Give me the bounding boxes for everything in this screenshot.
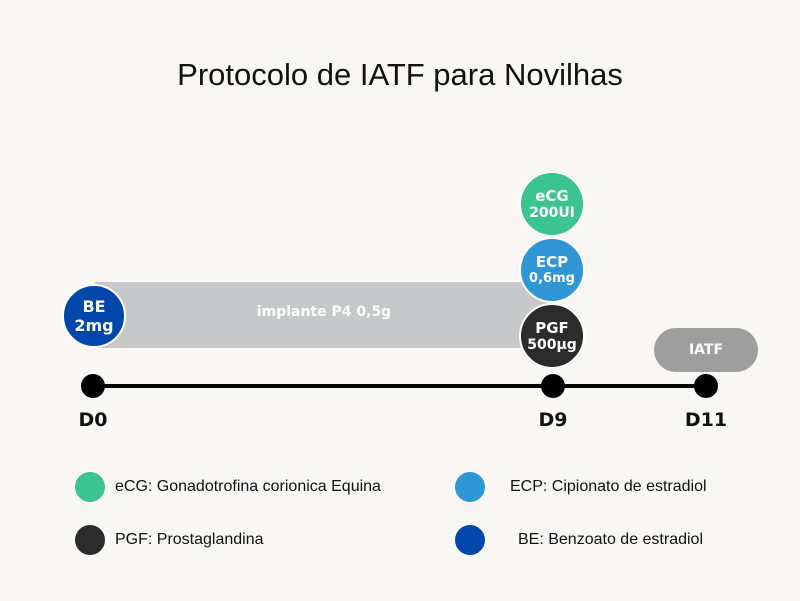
pgf-marker-name: PGF <box>535 318 569 337</box>
ecp-marker-dose: 0,6mg <box>529 271 575 287</box>
pgf-marker-dose: 500µg <box>527 336 577 353</box>
timeline-dot-d0 <box>81 374 105 398</box>
day-label-d9: D9 <box>538 409 568 431</box>
legend-ecg-text: eCG: Gonadotrofina corionica Equina <box>115 478 381 495</box>
be-marker-name: BE <box>82 296 106 316</box>
legend-pgf-text: PGF: Prostaglandina <box>115 531 264 548</box>
legend-ecp-swatch <box>454 471 486 503</box>
be-marker: BE 2mg <box>62 284 126 348</box>
legend-be-text: BE: Benzoato de estradiol <box>518 531 704 548</box>
ecp-marker: ECP 0,6mg <box>519 237 585 303</box>
be-marker-dose: 2mg <box>74 316 114 335</box>
pgf-marker: PGF 500µg <box>519 303 585 369</box>
ecp-marker-name: ECP <box>535 253 569 272</box>
day-label-d0: D0 <box>78 409 108 431</box>
implant-bar <box>95 282 553 348</box>
legend-ecg-swatch <box>74 471 106 503</box>
legend-be-swatch <box>454 524 486 556</box>
iatf-label: IATF <box>688 342 724 358</box>
page-title: Protocolo de IATF para Novilhas <box>177 57 623 92</box>
ecg-marker-name: eCG <box>535 186 569 205</box>
timeline-line <box>92 384 706 388</box>
ecg-marker-dose: 200UI <box>529 204 575 221</box>
ecg-marker: eCG 200UI <box>519 171 585 237</box>
iatf-pill: IATF <box>654 328 758 372</box>
timeline-dot-d11 <box>694 374 718 398</box>
legend-ecp-text: ECP: Cipionato de estradiol <box>510 478 707 495</box>
day-label-d11: D11 <box>684 409 728 431</box>
legend-pgf-swatch <box>74 524 106 556</box>
timeline-dot-d9 <box>541 374 565 398</box>
implant-label: implante P4 0,5g <box>256 304 392 320</box>
